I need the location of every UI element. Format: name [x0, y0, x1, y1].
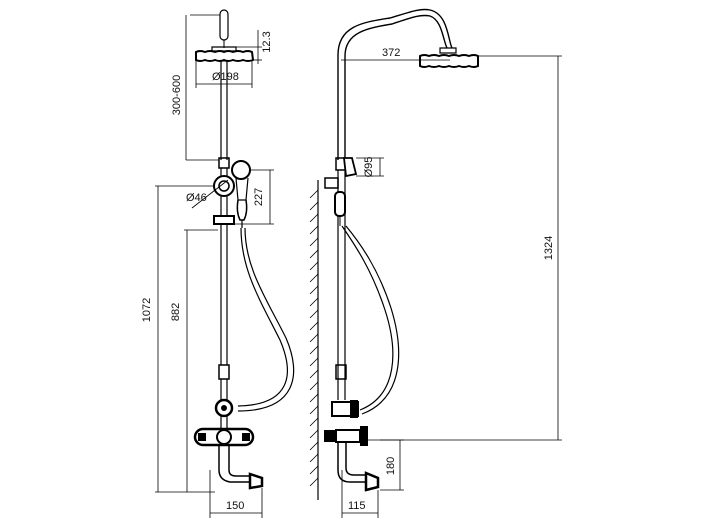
dim-riser-height: 882 [170, 303, 182, 321]
side-mixer [324, 426, 368, 446]
dim-holder-offset: 227 [253, 188, 265, 206]
dim-arm-reach: 372 [382, 47, 400, 59]
side-view: 372 Ø95 1324 180 115 [309, 8, 562, 518]
bath-spout [218, 445, 264, 490]
shower-arm-top [219, 9, 229, 48]
gooseneck-arm [337, 8, 453, 160]
dim-total-height: 1072 [141, 298, 153, 322]
dim-spout-height: 180 [385, 457, 397, 475]
dim-head-thickness: 12.3 [261, 31, 273, 52]
shower-hose [237, 227, 295, 412]
wall-hatch [309, 180, 319, 500]
side-dimensions: 372 Ø95 1324 180 115 [341, 47, 562, 518]
dim-handshower-diameter: Ø95 [363, 157, 375, 178]
side-diverter [331, 400, 359, 418]
thermostatic-mixer [193, 416, 255, 447]
side-shower-head [419, 47, 479, 68]
diverter [214, 398, 234, 418]
dim-spout-width: 150 [226, 500, 244, 512]
side-spout [337, 442, 380, 492]
dim-head-height: 1324 [543, 236, 555, 260]
dim-spout-projection: 115 [348, 500, 366, 512]
dim-height-adjust: 300-600 [171, 75, 183, 115]
shower-riser [218, 60, 230, 400]
side-hose [341, 225, 400, 415]
dim-holder-diameter: Ø46 [186, 192, 207, 204]
front-view: 12.3 Ø198 300-600 Ø46 227 1072 [141, 9, 295, 518]
dim-head-diameter: Ø198 [212, 71, 239, 83]
rain-shower-head [195, 46, 255, 62]
side-hand-shower [334, 157, 358, 226]
front-dimensions: 12.3 Ø198 300-600 Ø46 227 1072 [141, 14, 274, 518]
